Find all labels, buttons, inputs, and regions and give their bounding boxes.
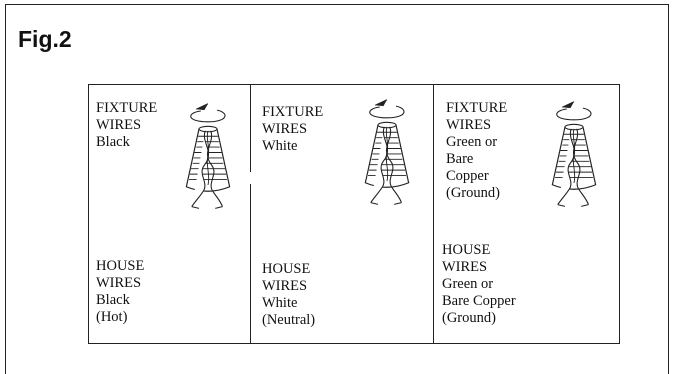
- house-line-col1-3: Black: [96, 292, 130, 308]
- house-line-col3-3: Green or: [442, 276, 494, 292]
- fixture-color-col2: White: [262, 138, 298, 154]
- house-line-col1-2: WIRES: [96, 275, 142, 291]
- fixture-wires-col1: WIRES: [96, 117, 142, 133]
- house-line-col3-4: Bare Copper: [442, 293, 516, 309]
- fixture-color-col1: Black: [96, 134, 130, 150]
- house-line-col3-2: WIRES: [442, 259, 488, 275]
- wiring-table: [88, 84, 620, 344]
- house-line-col2-1: HOUSE: [262, 261, 311, 277]
- fixture-label-col1: FIXTURE: [96, 100, 158, 116]
- dash-gap: [250, 172, 251, 184]
- house-line-col2-4: (Neutral): [262, 312, 316, 328]
- house-line-col3-1: HOUSE: [442, 242, 491, 258]
- house-line-col1-4: (Hot): [96, 309, 128, 325]
- house-line-col3-5: (Ground): [442, 310, 496, 326]
- fixture-wires-col3: WIRES: [446, 117, 492, 133]
- wire-connector-icon: [551, 101, 597, 207]
- fixture-color-col3: Green or Bare Copper (Ground): [446, 134, 500, 201]
- fixture-label-col3: FIXTURE: [446, 100, 508, 116]
- wire-connector-icon: [185, 103, 231, 209]
- fixture-wires-col2: WIRES: [262, 121, 308, 137]
- house-line-col2-2: WIRES: [262, 278, 308, 294]
- figure-frame: [5, 4, 669, 374]
- column-divider-1: [250, 84, 251, 344]
- column-divider-2: [433, 84, 434, 344]
- figure-title: Fig.2: [18, 26, 72, 52]
- fixture-label-col2: FIXTURE: [262, 104, 324, 120]
- house-line-col1-1: HOUSE: [96, 258, 145, 274]
- wire-connector-icon: [364, 99, 410, 205]
- house-line-col2-3: White: [262, 295, 298, 311]
